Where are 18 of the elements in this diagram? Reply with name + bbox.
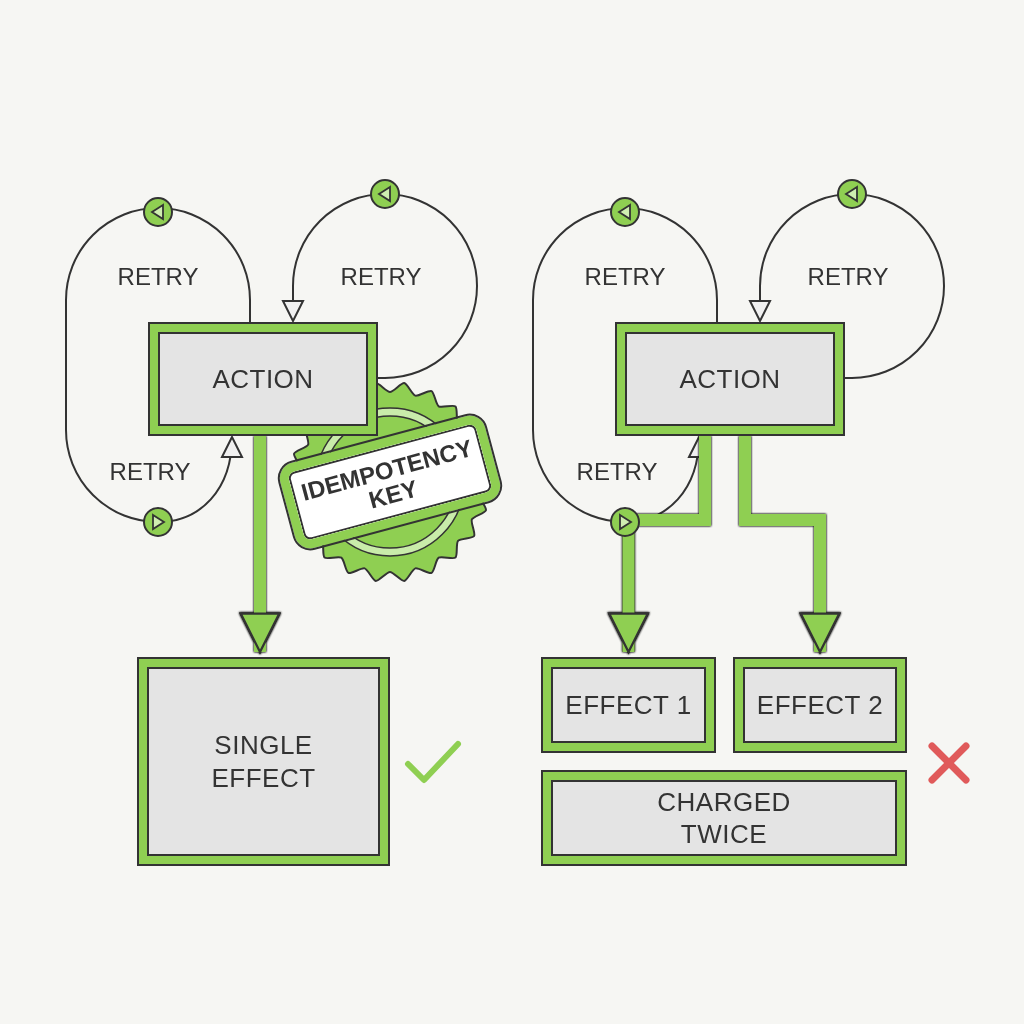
thick-arrow — [739, 436, 841, 654]
process-box — [148, 322, 378, 436]
process-box — [137, 657, 390, 866]
process-box — [541, 770, 907, 866]
process-box — [541, 657, 716, 753]
thick-arrow — [608, 436, 711, 654]
retry-loop-arrow — [749, 193, 945, 379]
box-label: EFFECT 2 — [756, 688, 884, 722]
retry-loop-arrow — [532, 207, 718, 523]
box-label: ACTION — [212, 362, 314, 396]
box-label: EFFECT 1 — [565, 688, 692, 722]
retry-loop-arrow — [65, 207, 251, 523]
process-box — [733, 657, 907, 753]
box-label: CHARGED TWICE — [656, 785, 792, 851]
box-label: ACTION — [679, 362, 781, 396]
retry-loop-arrow — [282, 193, 478, 379]
process-box — [615, 322, 845, 436]
box-label: SINGLE EFFECT — [210, 729, 317, 794]
